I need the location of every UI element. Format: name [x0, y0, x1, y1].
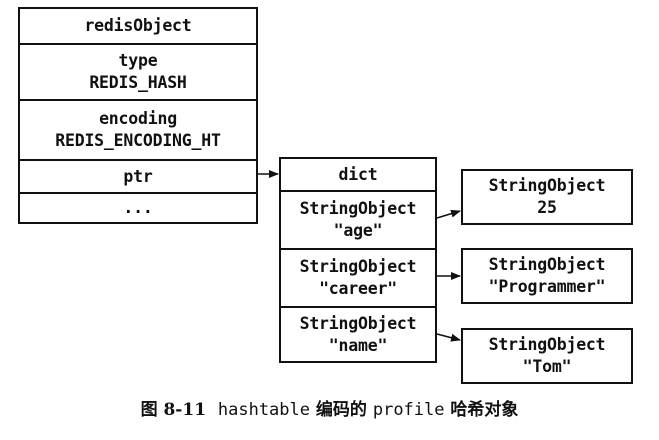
- redis-object-title: redisObject: [84, 16, 192, 35]
- dict-key-value: "age": [333, 221, 383, 240]
- value-type: StringObject: [488, 255, 606, 274]
- value-box-age: StringObject 25: [461, 169, 633, 225]
- age-to-value-arrow: [436, 209, 461, 219]
- value-text: "Programmer": [488, 277, 606, 296]
- ptr-label: ptr: [123, 166, 153, 186]
- dict-key-type: StringObject: [299, 199, 417, 218]
- dict-title: dict: [338, 164, 378, 184]
- more-label: ...: [123, 198, 153, 217]
- dict-box: dict StringObject "age" StringObject "ca…: [279, 157, 437, 363]
- name-to-value-arrow: [436, 333, 461, 342]
- caption-prefix: 图 8-11: [140, 400, 207, 420]
- caption-suffix: 哈希对象: [444, 400, 519, 420]
- value-cell: StringObject "Programmer": [463, 250, 631, 302]
- type-label: type: [118, 51, 158, 70]
- caption-code-profile: profile: [372, 400, 445, 420]
- more-cell: ...: [20, 192, 256, 222]
- caption-code-hashtable: hashtable: [217, 400, 310, 420]
- dict-key-value: "name": [328, 335, 388, 355]
- caption-middle: 编码的: [310, 400, 373, 420]
- figure-caption: 图 8-11 hashtable 编码的 profile 哈希对象: [0, 395, 659, 420]
- dict-key-career-cell: StringObject "career": [281, 248, 435, 306]
- value-cell: StringObject 25: [463, 171, 631, 223]
- dict-key-age-cell: StringObject "age": [281, 190, 435, 248]
- dict-key-type: StringObject: [299, 313, 417, 333]
- value-cell: StringObject "Tom": [463, 330, 631, 382]
- encoding-cell: encoding REDIS_ENCODING_HT: [20, 99, 256, 159]
- dict-key-type: StringObject: [299, 257, 417, 276]
- type-cell: type REDIS_HASH: [20, 43, 256, 99]
- value-type: StringObject: [488, 176, 606, 195]
- dict-title-cell: dict: [281, 159, 435, 190]
- value-text: "Tom": [522, 357, 572, 376]
- value-box-name: StringObject "Tom": [461, 328, 633, 384]
- dict-key-name-cell: StringObject "name": [281, 306, 435, 361]
- redis-object-title-cell: redisObject: [20, 9, 256, 43]
- redis-object-box: redisObject type REDIS_HASH encoding RED…: [18, 7, 258, 224]
- ptr-cell: ptr: [20, 159, 256, 192]
- dict-key-value: "career": [319, 279, 397, 298]
- encoding-label: encoding: [99, 109, 177, 128]
- value-text: 25: [537, 198, 557, 217]
- encoding-value: REDIS_ENCODING_HT: [55, 131, 221, 150]
- type-value: REDIS_HASH: [89, 73, 187, 92]
- value-box-career: StringObject "Programmer": [461, 248, 633, 304]
- value-type: StringObject: [488, 335, 606, 354]
